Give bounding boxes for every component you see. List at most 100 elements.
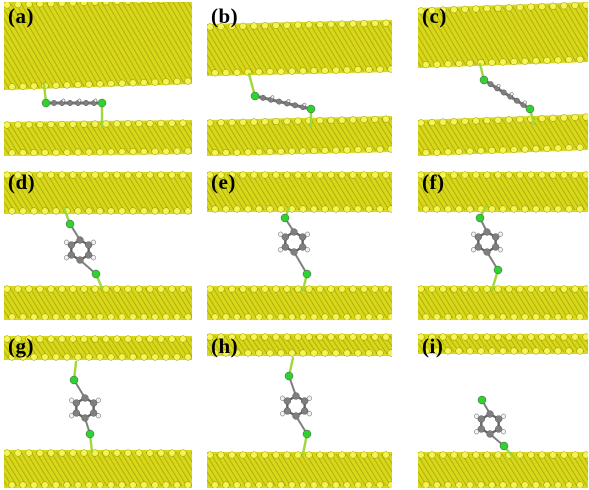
slab-atom [277, 147, 285, 155]
slab-bond [146, 2, 192, 81]
slab-atom [327, 333, 335, 341]
slab-atom [349, 285, 357, 293]
slab-bond [136, 2, 185, 85]
carbon-atom [486, 410, 494, 418]
slab-bond [245, 120, 267, 154]
slab-atom [261, 118, 269, 126]
slab-bond [129, 287, 150, 319]
carbon-atom [483, 228, 491, 236]
slab-bond [508, 287, 529, 319]
slab-bond [552, 4, 587, 62]
slab-bond [476, 453, 498, 487]
slab-bond [567, 4, 588, 40]
slab-bond [215, 453, 237, 487]
slab-bond [572, 173, 588, 200]
slab-bond [551, 117, 573, 150]
slab-bond [69, 123, 90, 154]
slab-bond [159, 122, 180, 153]
slab-atom [58, 2, 66, 7]
slab-bond [472, 173, 496, 211]
slab-atom [91, 2, 99, 6]
panel-label: (c) [422, 4, 447, 28]
slab-atom [516, 285, 524, 293]
slab-bond [486, 453, 508, 487]
slab-bond [345, 453, 367, 487]
slab-bond [4, 137, 15, 155]
slab-atom [207, 23, 214, 31]
slab-atom [255, 313, 263, 320]
slab-bond [552, 173, 576, 211]
slab-atom [8, 149, 16, 156]
slab-atom [288, 313, 296, 320]
slab-atom [472, 5, 480, 13]
hydrogen-atom [497, 231, 503, 237]
slab-bond [214, 25, 245, 75]
slab-atom [360, 116, 368, 124]
slab-bond [49, 123, 70, 154]
slab-atom [571, 113, 579, 122]
slab-atom [565, 144, 573, 152]
hydrogen-atom [500, 429, 506, 435]
slab-atom [488, 146, 496, 154]
slab-atom [47, 2, 55, 8]
slab-bond [176, 173, 192, 200]
slab-atom [505, 333, 513, 341]
slab-atom [8, 481, 16, 488]
slab-atom [499, 58, 507, 66]
slab-bond [583, 287, 588, 296]
slab-atom [299, 313, 307, 320]
slab-bond [467, 7, 502, 65]
slab-atom [365, 65, 373, 74]
slab-atom [321, 481, 329, 488]
slab-bond [4, 8, 50, 89]
slab-atom [343, 349, 351, 357]
slab-atom [549, 171, 557, 179]
slab-bond [207, 478, 212, 487]
slab-bond [4, 455, 23, 487]
slab-bond [25, 451, 48, 487]
slab-bond [207, 181, 225, 211]
slab-atom [217, 23, 225, 31]
slab-atom [538, 171, 546, 179]
slab-bond [4, 129, 20, 155]
slab-atom [521, 347, 529, 355]
molecule [41, 82, 107, 128]
slab-bond [259, 24, 290, 74]
slab-bond [211, 173, 235, 211]
slab-bond [481, 453, 503, 487]
slab-atom [266, 481, 274, 488]
slab-atom [244, 205, 252, 213]
slab-bond [443, 287, 464, 319]
slab-bond [247, 287, 268, 319]
slab-bond [15, 3, 65, 88]
slab-atom [499, 146, 507, 154]
slab-atom [376, 145, 384, 153]
slab-atom [338, 333, 346, 341]
slab [4, 171, 192, 215]
slab-hatch [207, 173, 392, 211]
slab-bond [4, 52, 25, 90]
slab-bond [418, 189, 431, 211]
slab-bond [438, 287, 459, 319]
slab-bond [74, 287, 95, 319]
slab-bond [252, 287, 273, 319]
slab-bond [496, 118, 518, 152]
slab-atom [207, 333, 214, 341]
slab-atom [41, 149, 49, 156]
slab-bond [521, 118, 543, 151]
slab-bond [307, 287, 328, 319]
carbon-atom [90, 409, 98, 417]
slab-bond [517, 173, 541, 211]
slab-bond [370, 453, 392, 487]
slab-bond [4, 17, 45, 89]
slab-bond [371, 173, 392, 208]
slab-atom [294, 285, 302, 293]
slab-atom [499, 347, 507, 355]
slab-bond [301, 173, 325, 211]
slab-atom [96, 353, 104, 361]
slab-atom [477, 313, 485, 320]
slab-hatch [207, 21, 392, 75]
slab-atom [52, 207, 60, 215]
slab-atom [538, 333, 546, 341]
molecule [478, 62, 536, 126]
